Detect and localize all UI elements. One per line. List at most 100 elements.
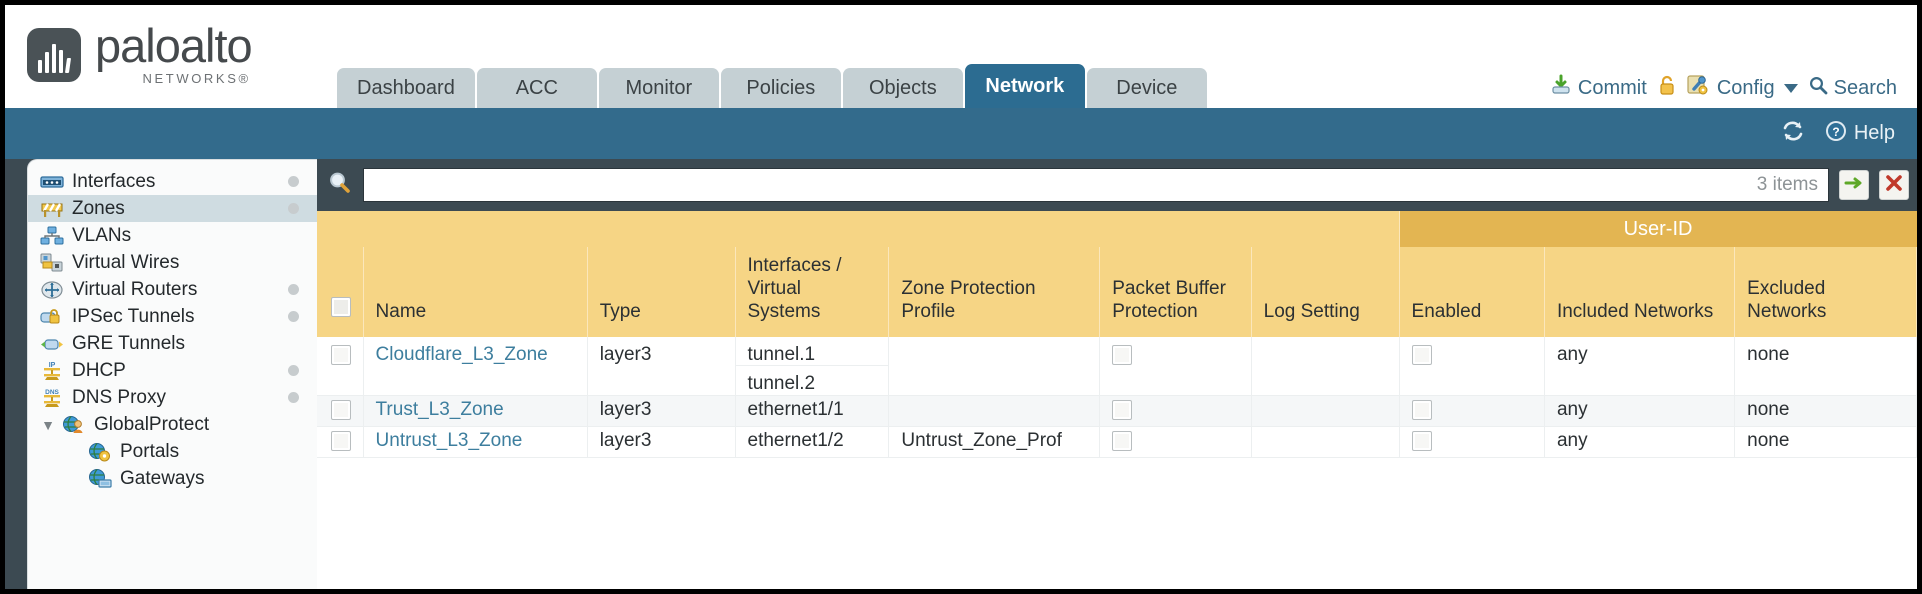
context-bar: ? Help	[5, 108, 1917, 159]
sidebar-item-virtual-wires[interactable]: Virtual Wires	[28, 249, 317, 276]
sidebar-item-virtual-routers[interactable]: Virtual Routers	[28, 276, 317, 303]
clear-filter-button[interactable]	[1879, 170, 1909, 200]
expander-triangle-icon[interactable]: ▼	[41, 416, 55, 433]
sidebar-item-vlans[interactable]: VLANs	[28, 222, 317, 249]
search-label: Search	[1833, 76, 1897, 99]
tab-dashboard[interactable]: Dashboard	[337, 68, 475, 108]
zones-barrier-icon	[40, 199, 64, 219]
sidebar-item-portals[interactable]: Portals	[28, 438, 317, 465]
status-dot	[288, 365, 299, 376]
ipsec-tunnels-icon	[40, 307, 64, 327]
cell-included-networks: any	[1544, 337, 1736, 396]
row-select-cell	[317, 395, 364, 427]
cell-included-networks: any	[1544, 426, 1736, 458]
svg-text:?: ?	[1832, 125, 1839, 139]
status-dot	[288, 311, 299, 322]
col-header-log-setting[interactable]: Log Setting	[1251, 247, 1400, 337]
sidebar-item-interfaces[interactable]: Interfaces	[28, 168, 317, 195]
apply-filter-button[interactable]	[1839, 170, 1869, 200]
sidebar-item-label: Virtual Routers	[72, 278, 198, 300]
tab-monitor[interactable]: Monitor	[598, 68, 719, 108]
interface-entry: ethernet1/1	[747, 399, 844, 420]
sidebar-item-zones[interactable]: Zones	[28, 195, 317, 222]
sidebar-item-label: DNS Proxy	[72, 386, 166, 408]
col-header-interfaces[interactable]: Interfaces / Virtual Systems	[735, 247, 890, 337]
select-all-header	[317, 247, 364, 337]
chevron-down-icon	[1783, 83, 1798, 93]
packet-buffer-protection-checkbox[interactable]	[1112, 400, 1133, 420]
padlock-icon[interactable]	[1657, 74, 1677, 102]
help-button[interactable]: ? Help	[1824, 119, 1895, 149]
sidebar-item-ipsec-tunnels[interactable]: IPSec Tunnels	[28, 303, 317, 330]
sidebar-item-gre-tunnels[interactable]: GRE Tunnels	[28, 330, 317, 357]
tab-objects[interactable]: Objects	[842, 68, 963, 108]
tab-acc[interactable]: ACC	[476, 68, 597, 108]
tab-policies[interactable]: Policies	[720, 68, 841, 108]
col-header-excluded-networks[interactable]: Excluded Networks	[1734, 247, 1917, 337]
tab-network[interactable]: Network	[964, 64, 1085, 108]
table-row[interactable]: Trust_L3_Zone layer3 ethernet1/1	[317, 395, 1917, 427]
config-wrench-icon	[1687, 74, 1711, 102]
sidebar-item-dhcp[interactable]: IP DHCP	[28, 357, 317, 384]
col-header-zone-protection-profile[interactable]: Zone Protection Profile	[888, 247, 1101, 337]
commit-button[interactable]: Commit	[1550, 74, 1647, 102]
sidebar-item-globalprotect[interactable]: ▼ GlobalProtect	[28, 411, 317, 438]
cell-interfaces: tunnel.1 tunnel.2	[735, 337, 890, 396]
commit-label: Commit	[1577, 76, 1647, 99]
zone-name-link[interactable]: Trust_L3_Zone	[375, 399, 504, 420]
search-button[interactable]: Search	[1808, 75, 1897, 101]
cell-userid-enabled	[1399, 395, 1545, 427]
cell-type: layer3	[587, 337, 736, 396]
sidebar-item-dns-proxy[interactable]: DNS DNS Proxy	[28, 384, 317, 411]
row-select-cell	[317, 337, 364, 396]
cell-packet-buffer-protection	[1099, 426, 1252, 458]
userid-enabled-checkbox[interactable]	[1411, 400, 1432, 420]
zone-name-link[interactable]: Untrust_L3_Zone	[375, 430, 523, 451]
packet-buffer-protection-checkbox[interactable]	[1112, 431, 1133, 451]
refresh-icon[interactable]	[1780, 119, 1806, 149]
virtual-routers-icon	[40, 280, 64, 300]
zones-panel: 3 items	[317, 159, 1917, 589]
brand-sub: NETWORKS®	[142, 71, 251, 86]
col-header-packet-buffer-protection[interactable]: Packet Buffer Protection	[1099, 247, 1252, 337]
cell-log-setting	[1251, 337, 1400, 396]
row-checkbox[interactable]	[331, 345, 351, 365]
sidebar-item-label: Virtual Wires	[72, 251, 180, 273]
sidebar-item-label: GRE Tunnels	[72, 332, 185, 354]
col-header-type[interactable]: Type	[587, 247, 736, 337]
zone-name-link[interactable]: Cloudflare_L3_Zone	[375, 344, 548, 365]
row-checkbox[interactable]	[331, 400, 351, 420]
sidebar-item-gateways[interactable]: Gateways	[28, 465, 317, 492]
cell-name: Trust_L3_Zone	[363, 395, 588, 427]
col-header-name[interactable]: Name	[363, 247, 588, 337]
group-header-spacer	[317, 211, 1400, 247]
config-menu[interactable]: Config	[1687, 74, 1798, 102]
col-header-included-networks[interactable]: Included Networks	[1544, 247, 1736, 337]
gateways-icon	[88, 468, 112, 489]
top-bar: paloalto NETWORKS® Dashboard ACC Monitor…	[5, 5, 1917, 108]
cell-excluded-networks: none	[1734, 426, 1917, 458]
table-row[interactable]: Untrust_L3_Zone layer3 ethernet1/2 Untru…	[317, 426, 1917, 458]
packet-buffer-protection-checkbox[interactable]	[1112, 345, 1133, 365]
row-checkbox[interactable]	[331, 431, 351, 451]
userid-enabled-checkbox[interactable]	[1411, 431, 1432, 451]
network-sidebar: Interfaces Zones	[27, 159, 317, 589]
cell-log-setting	[1251, 426, 1400, 458]
userid-enabled-checkbox[interactable]	[1411, 345, 1432, 365]
col-header-userid-enabled[interactable]: Enabled	[1399, 247, 1545, 337]
sidebar-item-label: IPSec Tunnels	[72, 305, 195, 327]
cell-type: layer3	[587, 395, 736, 427]
sidebar-item-label: Interfaces	[72, 170, 156, 192]
table-row[interactable]: Cloudflare_L3_Zone layer3 tunnel.1 tunne…	[317, 337, 1917, 396]
search-magnifier-icon	[327, 170, 353, 201]
sidebar-item-label: Portals	[120, 440, 180, 462]
svg-text:IP: IP	[49, 362, 56, 369]
tab-device[interactable]: Device	[1086, 68, 1207, 108]
brand-logo: paloalto NETWORKS®	[27, 22, 253, 86]
status-dot	[288, 284, 299, 295]
search-input[interactable]: 3 items	[363, 168, 1829, 202]
dns-proxy-icon: DNS	[40, 388, 64, 408]
select-all-checkbox[interactable]	[331, 297, 351, 317]
interface-entry: ethernet1/2	[747, 430, 844, 451]
